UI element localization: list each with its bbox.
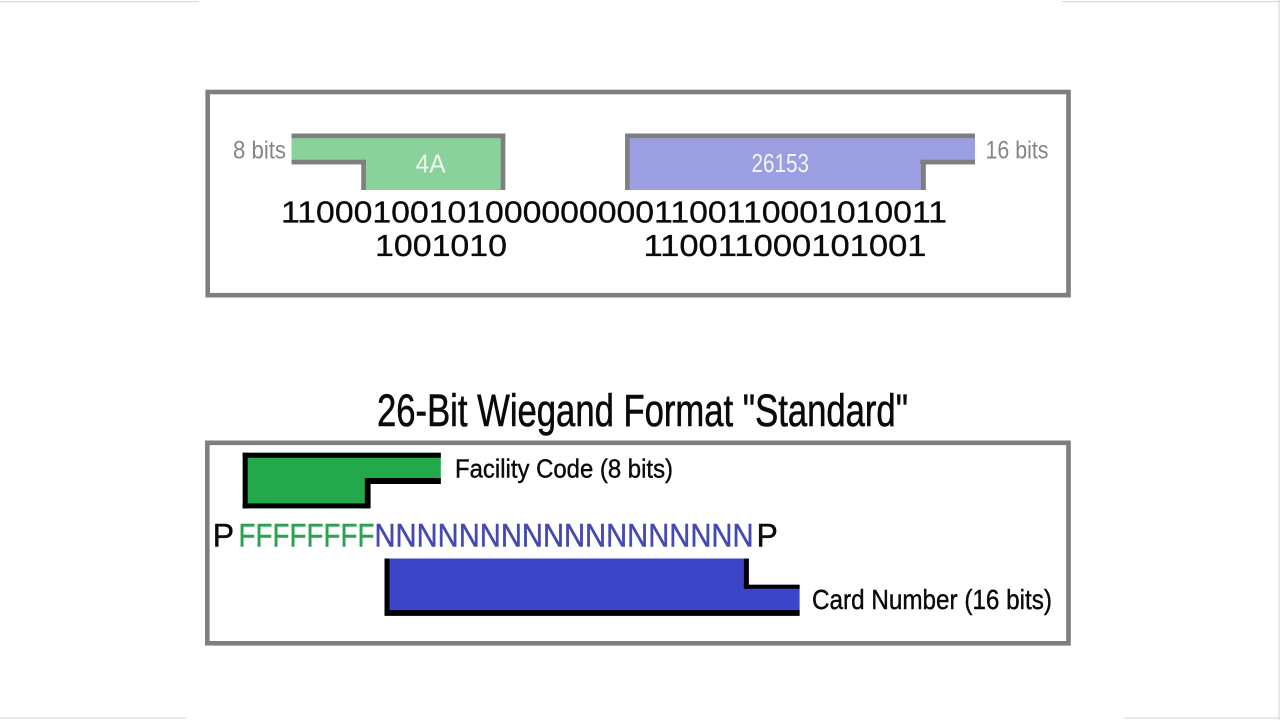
- svg-text:Card Number (16 bits): Card Number (16 bits): [812, 584, 1052, 615]
- svg-text:NNNNNNNNNNNNNNNNNN: NNNNNNNNNNNNNNNNNN: [375, 517, 754, 553]
- svg-text:16 bits: 16 bits: [986, 137, 1049, 165]
- svg-text:4A: 4A: [416, 149, 447, 179]
- svg-text:26-Bit Wiegand Format "Standar: 26-Bit Wiegand Format "Standard": [377, 385, 908, 436]
- svg-text:110001001010000000001100110001: 110001001010000000001100110001010011: [281, 195, 947, 230]
- svg-text:Facility Code (8 bits): Facility Code (8 bits): [455, 456, 673, 484]
- svg-text:8 bits: 8 bits: [233, 137, 286, 165]
- svg-text:P: P: [757, 517, 778, 553]
- svg-text:FFFFFFFF: FFFFFFFF: [239, 517, 375, 553]
- svg-text:26153: 26153: [752, 150, 810, 178]
- svg-text:1001010: 1001010: [375, 228, 507, 263]
- svg-text:P: P: [213, 517, 234, 553]
- svg-text:110011000101001: 110011000101001: [644, 228, 927, 263]
